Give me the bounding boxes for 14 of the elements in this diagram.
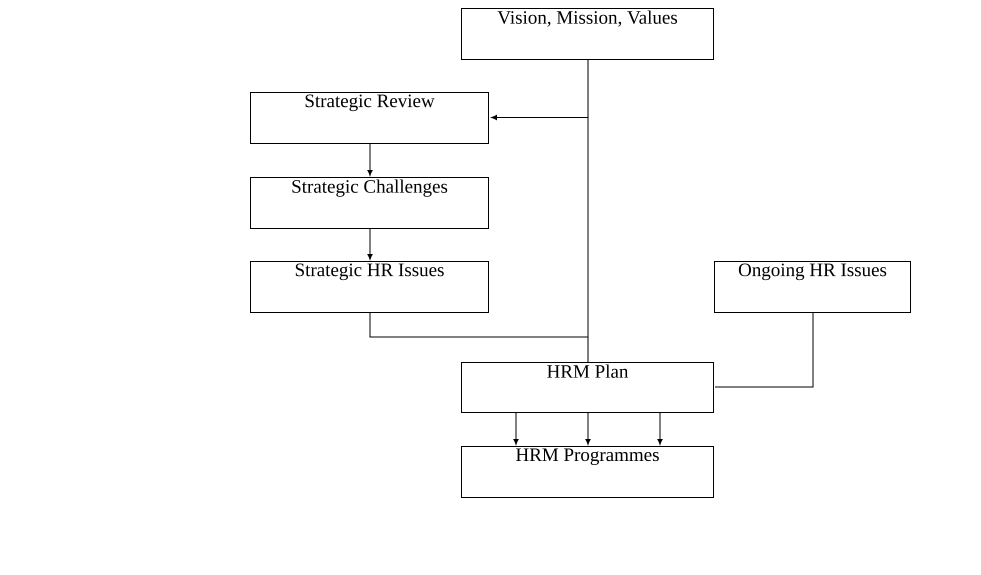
process-box: Strategic Review bbox=[250, 92, 489, 144]
connector bbox=[370, 312, 588, 362]
process-box: Vision, Mission, Values bbox=[461, 8, 714, 60]
process-box: Strategic HR Issues bbox=[250, 261, 489, 313]
connector bbox=[367, 142, 373, 176]
connector bbox=[585, 412, 591, 445]
connector bbox=[657, 412, 663, 445]
connector bbox=[513, 412, 519, 445]
process-box: HRM Plan bbox=[461, 362, 714, 413]
process-box: HRM Programmes bbox=[461, 446, 714, 498]
process-box: Strategic Challenges bbox=[250, 177, 489, 229]
connector bbox=[367, 228, 373, 260]
process-box: Ongoing HR Issues bbox=[714, 261, 912, 313]
connector bbox=[714, 312, 814, 388]
